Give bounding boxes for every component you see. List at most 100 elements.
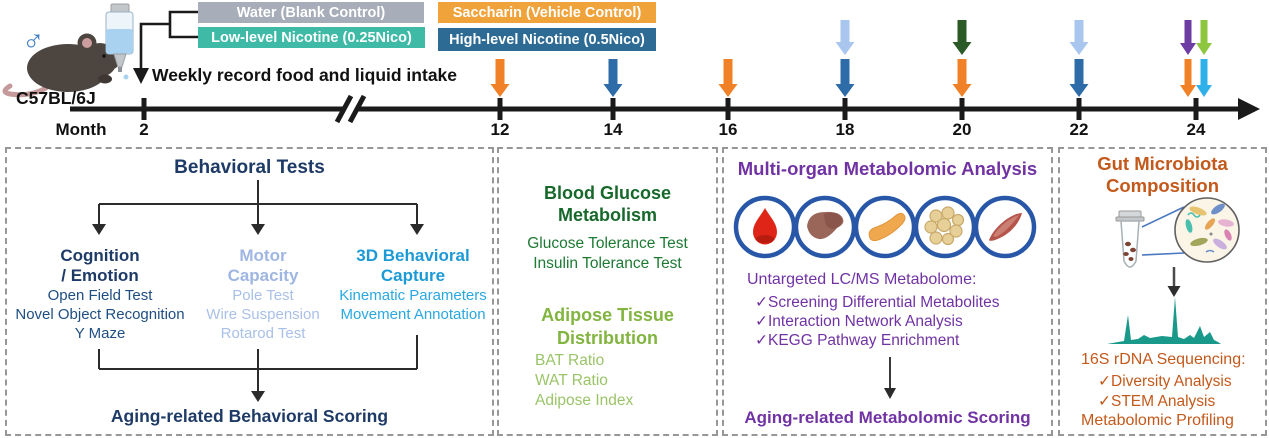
check-icon: ✓ — [1098, 393, 1111, 410]
adipose-tissue-icon — [913, 195, 977, 259]
blood-drop-icon — [733, 195, 797, 259]
column-cognition-emotion: Cognition / Emotion Open Field Test Nove… — [9, 246, 191, 343]
checklist-item: ✓Diversity Analysis — [1098, 372, 1232, 392]
adipose-section: Adipose Tissue Distribution — [499, 304, 716, 350]
test-item: WAT Ratio — [535, 372, 608, 389]
test-item: BAT Ratio — [535, 352, 605, 369]
arrow-month14-nicotine — [603, 59, 623, 97]
checklist-item: ✓Interaction Network Analysis — [755, 312, 963, 332]
month-tick-label: 22 — [1069, 120, 1089, 139]
month-tick-label: 16 — [718, 120, 738, 139]
panel-title-line: Composition — [1105, 175, 1220, 196]
panel-behavioral-tests: Behavioral Tests Cognition / Emotion Ope… — [5, 147, 494, 436]
month-tick-label: 2 — [139, 120, 149, 139]
mouse-icon — [2, 33, 118, 98]
zoom-line — [1141, 206, 1185, 228]
check-icon: ✓ — [755, 313, 768, 330]
test-item: Adipose Index — [535, 392, 634, 409]
test-item: Pole Test — [232, 287, 294, 304]
panel-glucose-adipose: Blood Glucose Metabolism Glucose Toleran… — [497, 147, 718, 436]
blood-glucose-section: Blood Glucose Metabolism Glucose Toleran… — [499, 182, 716, 274]
male-symbol-icon: ♂ — [22, 24, 45, 57]
checklist-text: KEGG Pathway Enrichment — [768, 332, 960, 349]
liver-icon — [793, 195, 857, 259]
checklist-item: ✓Screening Differential Metabolites — [755, 293, 999, 313]
arrow-month24-yellowgreen — [1196, 20, 1212, 55]
panel-title-line: Gut Microbiota — [1097, 153, 1228, 174]
chromatogram-icon — [1107, 297, 1221, 344]
sequencing-subtitle: 16S rDNA Sequencing: — [1081, 351, 1246, 368]
panel-footer: Aging-related Metabolomic Scoring — [744, 408, 1031, 427]
treatment-arrows-bottom — [490, 59, 1212, 97]
arrow-month20-darkgreen — [952, 20, 972, 55]
month-tick-label: 14 — [603, 120, 623, 139]
zoom-line — [1141, 252, 1185, 256]
column-header-line: 3D Behavioral — [356, 246, 470, 265]
test-item: Rotarod Test — [220, 325, 306, 342]
treatment-arrows-top — [835, 20, 1212, 55]
check-icon: ✓ — [755, 294, 768, 311]
legend-high-nicotine: High-level Nicotine (0.5Nico) — [438, 28, 656, 51]
panel-metabolomic-analysis: Multi-organ Metabolomic Analysis — [722, 147, 1053, 436]
panel-footer: Aging-related Behavioral Scoring — [110, 406, 389, 426]
panel-title: Multi-organ Metabolomic Analysis — [737, 158, 1038, 179]
panel-footer: Metabolomic Profiling — [1081, 412, 1234, 429]
check-icon: ✓ — [755, 332, 768, 349]
month-tick-label: 20 — [952, 120, 972, 139]
arrow-month18-lavender — [835, 20, 855, 55]
arrow-month16-saccharin — [718, 59, 738, 97]
arrow-month24-saccharin — [1180, 59, 1196, 97]
month-tick-label: 18 — [835, 120, 855, 139]
section-title-line: Adipose Tissue — [541, 305, 674, 325]
timeline-axis — [70, 94, 1260, 124]
test-item: Insulin Tolerance Test — [533, 255, 682, 272]
column-header-line: Motor — [239, 246, 287, 265]
water-bottle-icon — [105, 3, 134, 80]
legend-water: Water (Blank Control) — [198, 2, 424, 23]
microbiota-graphics — [1107, 197, 1240, 344]
checklist-text: Diversity Analysis — [1111, 373, 1232, 390]
arrow-month18-nicotine — [835, 59, 855, 97]
check-icon: ✓ — [1098, 373, 1111, 390]
column-header-line: Cognition — [60, 246, 140, 265]
column-header-line: Capture — [380, 266, 446, 285]
column-header-line: Capacity — [227, 266, 299, 285]
checklist-item: ✓STEM Analysis — [1098, 392, 1215, 412]
test-item: Y Maze — [74, 325, 126, 342]
test-item: Open Field Test — [47, 287, 153, 304]
behavioral-flow-connectors — [92, 180, 424, 402]
panel-gut-microbiota: Gut Microbiota Composition — [1058, 147, 1267, 436]
legend-low-nicotine: Low-level Nicotine (0.25Nico) — [198, 27, 425, 48]
test-item: Glucose Tolerance Test — [527, 235, 688, 252]
checklist-text: Screening Differential Metabolites — [768, 294, 1000, 311]
strain-label: C57BL/6J — [16, 88, 96, 108]
bacteria-circle-icon — [1174, 197, 1240, 263]
pancreas-icon — [853, 195, 917, 259]
arrow-month20-saccharin — [952, 59, 972, 97]
checklist-item: ✓KEGG Pathway Enrichment — [755, 331, 959, 351]
arrow-month22-nicotine — [1069, 59, 1089, 97]
panel-title: Behavioral Tests — [174, 157, 325, 178]
column-header-line: / Emotion — [61, 266, 139, 285]
checklist-text: Interaction Network Analysis — [768, 313, 963, 330]
test-item: Novel Object Recognition — [15, 306, 185, 323]
weekly-note: Weekly record food and liquid intake — [152, 65, 458, 85]
arrow-month22-lavender — [1069, 20, 1089, 55]
adipose-items: BAT Ratio WAT Ratio Adipose Index — [535, 351, 633, 411]
flow-arrowhead — [1167, 286, 1181, 297]
section-title-line: Blood Glucose — [543, 183, 671, 203]
test-item: Kinematic Parameters — [339, 287, 487, 304]
timeline-graphics — [2, 3, 1260, 124]
panel-title: Gut Microbiota Composition — [1060, 153, 1265, 197]
test-item: Movement Annotation — [340, 306, 486, 323]
weekly-note-arrowhead — [133, 68, 149, 84]
arrow-month24-cyan — [1196, 59, 1212, 97]
arrow-month12-saccharin — [490, 59, 510, 97]
month-axis-label: Month — [55, 120, 107, 139]
group-bracket — [139, 10, 198, 70]
test-item: Wire Suspension — [206, 306, 320, 323]
checklist-text: STEM Analysis — [1111, 393, 1216, 410]
axis-break — [334, 94, 367, 124]
column-motor-capacity: Motor Capacity Pole Test Wire Suspension… — [173, 246, 353, 343]
